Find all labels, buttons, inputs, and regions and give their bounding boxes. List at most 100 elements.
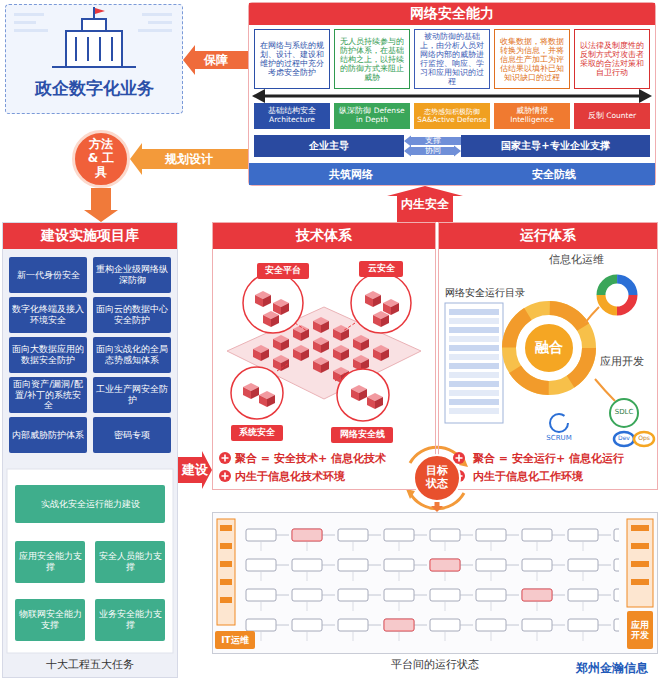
decoration (219, 470, 231, 482)
node-text: 运行体系 (520, 227, 576, 245)
decoration (337, 369, 389, 421)
decoration (449, 318, 499, 414)
text-holder: 聚合 = 安全运行+ 信息化运行 (473, 451, 624, 466)
node-text: 密码专项 (114, 430, 150, 441)
decoration (601, 279, 633, 311)
platform-network (213, 513, 657, 653)
decoration (295, 323, 307, 331)
edge-label: 建设 (182, 461, 208, 479)
text-holder: 内生于信息化技术环境 (235, 469, 345, 484)
plain-label: 信息化运维 (549, 254, 604, 267)
decoration (614, 432, 634, 446)
node-text: 威胁情报 Intelligence (497, 107, 567, 124)
node-text: 安全防线 (532, 167, 576, 182)
decoration (66, 31, 122, 67)
decoration (449, 390, 499, 396)
node-text: 基础结构安全 Architecture (257, 107, 327, 124)
plain-label: Ops (636, 435, 652, 442)
decoration (610, 399, 638, 427)
decoration (253, 345, 269, 361)
arrow-connector (404, 146, 461, 157)
decoration (634, 432, 654, 446)
project-item: 重构企业级网络纵深防御 (93, 257, 171, 293)
node-text: 建设实施项目库 (41, 227, 139, 245)
decoration (87, 37, 89, 61)
decoration (220, 597, 232, 603)
decoration (343, 323, 355, 331)
edge-label-holder: 保障 (204, 52, 228, 69)
decoration (220, 543, 232, 549)
decoration (449, 372, 499, 378)
decoration (82, 19, 106, 31)
project-item: 面向资产/漏洞/配置/补丁的系统安全 (9, 377, 87, 413)
decoration (333, 345, 349, 361)
task-item: 物联网安全能力支撑 (15, 599, 85, 641)
role-band: 企业主导 (254, 135, 404, 157)
stage-segment: 态势感知积极防御 SA&Active Defense (414, 103, 490, 129)
node-text: 新一代身份安全 (17, 270, 80, 281)
decoration (601, 279, 633, 311)
decoration (601, 279, 633, 311)
node-text: 十大工程五大任务 (3, 657, 177, 672)
tag: 安全平台 (257, 263, 309, 279)
decoration (449, 345, 499, 351)
decoration (111, 37, 113, 61)
decoration (351, 273, 411, 333)
plain-label: 应用开发 (600, 356, 644, 369)
decoration (627, 519, 653, 607)
node-text: 物联网安全能力支撑 (18, 609, 82, 631)
description-box: 收集数据，将数据转换为信息，并将信息生产加工为评估结果以填补已知知识缺口的过程 (494, 29, 570, 89)
decoration (263, 95, 641, 98)
task-item: 应用安全能力支撑 (15, 541, 85, 583)
project-item: 密码专项 (93, 417, 171, 453)
tag: IT运维 (215, 631, 255, 649)
decoration (243, 383, 259, 399)
decoration (217, 519, 235, 625)
node-text: 态势感知积极防御 SA&Active Defense (417, 108, 487, 125)
node-text: IT运维 (221, 634, 249, 647)
tech-panel: 技术体系聚合 = 安全技术+ 信息化技术内生于信息化技术环境安全平台云安全系统安… (212, 222, 436, 490)
plain-label: 网络安全运行目录 (445, 287, 525, 299)
stage-segment: 纵深防御 Defense in Depth (334, 103, 410, 129)
node-text: 在网络与系统的规划、设计、建设和维护的过程中充分考虑安全防护 (258, 41, 326, 77)
decoration (509, 308, 589, 388)
node-text: 内生于信息化技术环境 (235, 469, 345, 484)
text-holder: 网络安全能力 (249, 3, 655, 25)
decoration (66, 19, 122, 67)
decoration (52, 66, 136, 68)
decoration (449, 363, 499, 369)
label-holder: 网络安全运行目录 (445, 287, 525, 299)
decoration (277, 363, 289, 371)
node-text: 应用安全能力支撑 (18, 551, 82, 573)
defense-band: 共筑网络安全防线 (249, 163, 655, 185)
node-text: 国家主导+专业企业支撑 (501, 139, 609, 153)
node-text: 工业生产网安全防护 (96, 384, 168, 406)
node-text: 融合 (535, 339, 563, 357)
decoration (449, 399, 499, 405)
edge-label-holder: 建设 (182, 461, 208, 479)
decoration (639, 89, 652, 103)
plain-label: SDLC (612, 408, 636, 416)
description-box: 无人员持续参与的防护体系，在基础结构之上，以持续的防御方式来阻止威胁 (334, 29, 410, 89)
text-holder: 技术体系 (213, 223, 435, 249)
decoration (631, 525, 649, 585)
arrow-connector (178, 451, 212, 489)
role-band: 国家主导+专业企业支撑 (461, 135, 650, 157)
edge-label: 保障 (204, 52, 228, 69)
plain-label: 郑州金瀚信息 (576, 662, 648, 676)
node-text: 数字化终端及接入环境安全 (12, 304, 84, 326)
edge-label-holder: 协同 (425, 147, 441, 155)
decoration (93, 7, 95, 19)
plain-label: SCRUM (543, 434, 575, 442)
edge-label: 协同 (425, 147, 441, 155)
decoration (292, 529, 552, 631)
node-text: 目标 状态 (425, 465, 449, 490)
runtime-panel: 平台间的运行状态IT运维应用 开发 (212, 512, 658, 654)
description-box: 被动防御的基础上，由分析人员对网络内部的威胁进行监控、响应、学习和应用知识的过程 (414, 29, 490, 89)
decoration (220, 525, 232, 603)
decoration (222, 455, 229, 462)
decoration (259, 391, 275, 407)
node-text: 面向大数据应用的数据安全防护 (12, 344, 84, 366)
stage-segment: 威胁情报 Intelligence (494, 103, 570, 129)
